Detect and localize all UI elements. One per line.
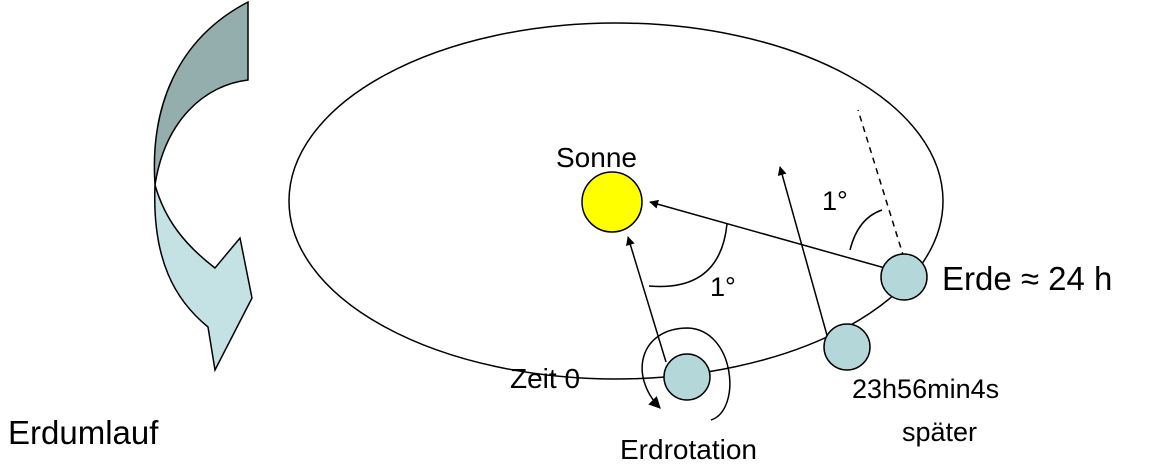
angle-arc-center [648,223,728,288]
orbit-arrow-bottom-part [154,184,253,373]
earth-start [663,353,711,401]
orbit-arrow-top-part [153,0,249,186]
arrow-earth-start-to-sun [626,236,667,363]
later-label-line1: 23h56min4s [852,374,999,404]
earth-24h-label: Erde ≈ 24 h [942,260,1112,297]
rotation-label: Erdrotation [620,434,757,464]
earth-rotation-arrow-icon [641,327,731,421]
arrow-earth-right-to-sun [649,199,886,269]
time-zero-label: Zeit 0 [510,363,580,394]
angle-arc-right [849,209,883,251]
angle-label-center: 1° [710,272,736,302]
sun [581,171,643,233]
later-label-line2: später [902,417,977,447]
earth-24h [880,253,928,301]
dashed-reference-line [857,109,905,259]
sun-label: Sonne [556,142,637,173]
orbit-direction-arrow-icon [153,0,253,373]
angle-label-right: 1° [822,186,848,216]
earth-later [823,323,871,371]
orbit-ellipse [288,22,944,380]
arrow-earth-later [777,166,831,347]
orbit-label: Erdumlauf [8,414,159,451]
